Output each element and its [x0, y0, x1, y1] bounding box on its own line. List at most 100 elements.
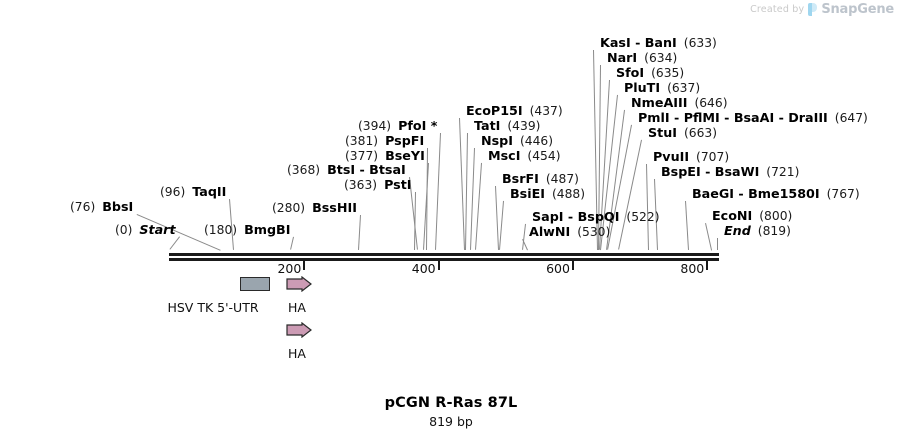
enzyme-name: NmeAIII	[631, 95, 688, 110]
sequence-bar-top	[169, 253, 719, 256]
enzyme-position: (637)	[667, 81, 701, 95]
feature-label: HA	[288, 300, 306, 315]
enzyme-name: SapI - BspQI	[532, 209, 620, 224]
enzyme-label-bsiei[interactable]: BsiEI (488)	[510, 187, 585, 201]
enzyme-label-sapi-bspqi[interactable]: SapI - BspQI (522)	[532, 210, 660, 224]
enzyme-position: (522)	[626, 210, 660, 224]
enzyme-position: (646)	[694, 96, 728, 110]
feature-ha[interactable]	[286, 276, 312, 292]
sequence-bar-bottom	[169, 258, 719, 261]
enzyme-label-bsrfi[interactable]: BsrFI (487)	[502, 172, 579, 186]
enzyme-name: EcoP15I	[466, 103, 523, 118]
feature-ha[interactable]	[286, 322, 312, 338]
enzyme-name: TaqII	[192, 184, 227, 199]
enzyme-label-kasi-bani[interactable]: KasI - BanI (633)	[600, 36, 717, 50]
enzyme-name: Start	[139, 222, 176, 237]
ruler-tick-label: 600	[546, 261, 570, 276]
enzyme-label-bspei-bsawi[interactable]: BspEI - BsaWI(721)	[661, 165, 799, 179]
enzyme-name: AlwNI	[529, 224, 571, 239]
ruler-tick	[437, 261, 440, 270]
feature-label: HA	[288, 346, 306, 361]
enzyme-label-bsshii[interactable]: (280) BssHII	[272, 201, 357, 215]
enzyme-name: StuI	[648, 125, 677, 140]
enzyme-name: EcoNI	[712, 208, 753, 223]
ruler-tick	[706, 261, 709, 270]
enzyme-name: BsiEI	[510, 186, 545, 201]
enzyme-name: BsrFI	[502, 171, 539, 186]
enzyme-label-econi[interactable]: EcoNI (800)	[712, 209, 792, 223]
feature-label: HSV TK 5'-UTR	[167, 300, 259, 315]
enzyme-label-btsi-btsai[interactable]: (368)BtsI - BtsaI	[287, 163, 406, 177]
enzyme-label-bseyi[interactable]: (377)BseYI	[345, 149, 425, 163]
enzyme-position: (633)	[683, 36, 717, 50]
enzyme-position: (530)	[577, 225, 611, 239]
enzyme-position: (800)	[759, 209, 793, 223]
enzyme-name: SfoI	[616, 65, 645, 80]
enzyme-label-pspfi[interactable]: (381)PspFI	[345, 134, 424, 148]
feature-hsv-tk-5-utr[interactable]	[240, 277, 270, 291]
enzyme-label-nspi[interactable]: NspI(446)	[481, 134, 553, 148]
enzyme-label-baegi-bme[interactable]: BaeGI - Bme1580I(767)	[692, 187, 860, 201]
enzyme-label-stui[interactable]: StuI(663)	[648, 126, 717, 140]
leader-line-stui	[618, 139, 642, 250]
enzyme-label-ecop15i[interactable]: EcoP15I (437)	[466, 104, 563, 118]
enzyme-position: (635)	[651, 66, 685, 80]
leader-line-tati	[465, 132, 468, 250]
snapgene-logo-icon	[808, 3, 818, 16]
enzyme-label-taqii[interactable]: (96) TaqII	[160, 185, 226, 199]
enzyme-position: (437)	[529, 104, 563, 118]
leader-line-nspi	[470, 147, 475, 250]
ruler-tick	[303, 261, 306, 270]
enzyme-name: KasI - BanI	[600, 35, 677, 50]
enzyme-label-start[interactable]: (0) Start	[115, 223, 176, 237]
enzyme-label-bbsi[interactable]: (76)BbsI	[70, 200, 133, 214]
enzyme-position: (394)	[358, 119, 392, 133]
enzyme-position: (96)	[160, 185, 186, 199]
enzyme-name: MscI	[488, 148, 521, 163]
enzyme-name: BbsI	[102, 199, 134, 214]
enzyme-name: BseYI	[385, 148, 425, 163]
ruler-tick-label: 400	[411, 261, 436, 276]
enzyme-name: End	[724, 223, 751, 238]
enzyme-position: (363)	[344, 178, 378, 192]
enzyme-label-pmli-pflmi[interactable]: PmlI - PflMI - BsaAI - DraIII (647)	[638, 111, 868, 125]
enzyme-name: BmgBI	[244, 222, 291, 237]
enzyme-name: PstI	[384, 177, 412, 192]
enzyme-name: PmlI - PflMI - BsaAI - DraIII	[638, 110, 828, 125]
enzyme-name: PluTI	[624, 80, 661, 95]
enzyme-position: (487)	[545, 172, 579, 186]
enzyme-label-sfoi[interactable]: SfoI (635)	[616, 66, 684, 80]
enzyme-position: (454)	[527, 149, 561, 163]
enzyme-position: (280)	[272, 201, 306, 215]
enzyme-label-tati[interactable]: TatI (439)	[474, 119, 540, 133]
leader-line-ecop15i	[459, 118, 465, 251]
snapgene-watermark: Created by SnapGene	[750, 2, 894, 17]
enzyme-label-msci[interactable]: MscI (454)	[488, 149, 561, 163]
enzyme-name: BaeGI - Bme1580I	[692, 186, 820, 201]
enzyme-name: TatI	[474, 118, 501, 133]
enzyme-label-bmgbi[interactable]: (180) BmgBI	[204, 223, 290, 237]
enzyme-label-pfoi[interactable]: (394)PfoI *	[358, 119, 437, 133]
watermark-prefix: Created by	[750, 4, 805, 15]
enzyme-label-pluti[interactable]: PluTI (637)	[624, 81, 700, 95]
enzyme-label-psti[interactable]: (363) PstI	[344, 178, 412, 192]
enzyme-position: (647)	[834, 111, 868, 125]
enzyme-label-nmeaiii[interactable]: NmeAIII (646)	[631, 96, 728, 110]
enzyme-label-alwni[interactable]: AlwNI (530)	[529, 225, 610, 239]
enzyme-position: (488)	[551, 187, 586, 201]
enzyme-label-pvuii[interactable]: PvuII(707)	[653, 150, 729, 164]
enzyme-label-end[interactable]: End(819)	[724, 224, 791, 238]
enzyme-name: NarI	[607, 50, 638, 65]
enzyme-position: (446)	[519, 134, 554, 148]
enzyme-name: BssHII	[312, 200, 357, 215]
enzyme-position: (180)	[204, 223, 238, 237]
leader-line-pspfi	[426, 147, 428, 250]
ruler-tick-label: 800	[680, 261, 705, 276]
enzyme-position: (0)	[115, 223, 133, 237]
enzyme-position: (634)	[644, 51, 678, 65]
enzyme-position: (707)	[696, 150, 730, 164]
enzyme-position: (439)	[507, 119, 541, 133]
enzyme-label-nari[interactable]: NarI (634)	[607, 51, 677, 65]
